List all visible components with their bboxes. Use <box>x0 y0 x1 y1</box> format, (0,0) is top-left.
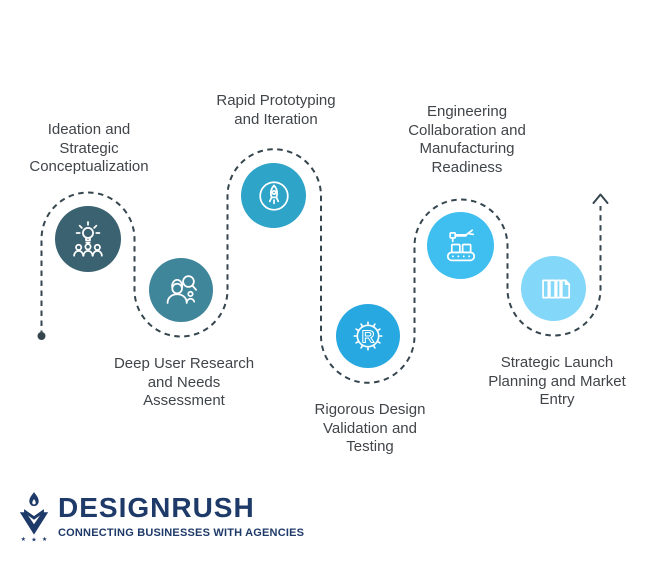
user-research-icon <box>166 275 197 304</box>
step-circle-launch <box>521 256 586 321</box>
path-start-dot <box>37 332 46 340</box>
torch-shield-icon: ★ ★ ★ <box>19 492 49 542</box>
step-circle-user-research <box>149 258 213 322</box>
step-circle-manufacturing <box>427 212 494 279</box>
process-path-svg <box>37 148 609 384</box>
step-circle-prototyping <box>241 163 306 228</box>
arrow-head-icon <box>592 193 609 204</box>
brand-tagline: CONNECTING BUSINESSES WITH AGENCIES <box>58 527 305 539</box>
gear-r-icon: R <box>353 321 383 351</box>
svg-text:★: ★ <box>31 537 36 542</box>
process-path-line <box>40 148 602 384</box>
svg-text:R: R <box>362 326 375 346</box>
svg-text:★: ★ <box>21 536 26 542</box>
ideation-icon <box>73 221 103 257</box>
manufacturing-icon <box>446 228 475 261</box>
rocket-icon <box>258 180 289 211</box>
brand-name: DESIGNRUSH <box>58 492 255 523</box>
step-label-launch: Strategic Launch Planning and Market Ent… <box>488 354 626 408</box>
step-circle-validation: R <box>336 304 400 368</box>
books-icon <box>541 279 570 298</box>
step-label-validation: Rigorous Design Validation and Testing <box>314 401 426 455</box>
brand-text-block: DESIGNRUSH CONNECTING BUSINESSES WITH AG… <box>58 491 305 540</box>
step-label-prototyping: Rapid Prototyping and Iteration <box>216 92 336 128</box>
step-label-user-research: Deep User Research and Needs Assessment <box>113 355 255 409</box>
step-label-ideation: Ideation and Strategic Conceptualization <box>29 121 149 175</box>
designrush-logo: ★ ★ ★ DESIGNRUSH CONNECTING BUSINESSES W… <box>17 491 304 542</box>
svg-text:★: ★ <box>42 536 47 542</box>
step-label-manufacturing: Engineering Collaboration and Manufactur… <box>408 103 526 176</box>
step-circle-ideation <box>55 206 121 272</box>
